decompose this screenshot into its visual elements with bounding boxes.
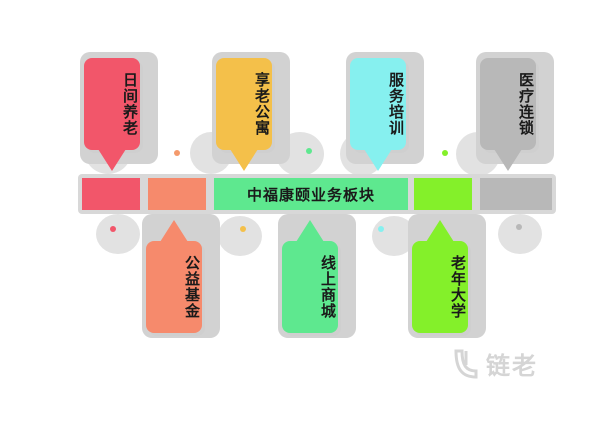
- callout-pointer: [160, 220, 188, 242]
- callout-label: 日间养老: [121, 72, 139, 136]
- callout-day-care: 日间养老: [84, 58, 140, 150]
- watermark-text: 链老: [486, 352, 538, 380]
- callout-pointer: [230, 149, 258, 171]
- bg-circle: [218, 216, 262, 256]
- bg-circle: [498, 214, 542, 254]
- callout-label: 医疗连锁: [517, 72, 535, 136]
- bar-segment-1: [82, 178, 140, 210]
- bar-segment-2: [148, 178, 206, 210]
- decor-dot: [110, 226, 116, 232]
- center-bar: 中福康颐业务板块: [214, 178, 408, 210]
- watermark-logo: 链老: [452, 346, 538, 381]
- callout-pointer: [296, 220, 324, 242]
- callout-label: 老年大学: [449, 255, 467, 319]
- callout-label: 线上商城: [319, 255, 337, 319]
- callout-charity-fund: 公益基金: [146, 241, 202, 333]
- callout-label: 服务培训: [387, 72, 405, 136]
- decor-dot: [174, 150, 180, 156]
- callout-pointer: [494, 149, 522, 171]
- callout-label: 享老公寓: [253, 72, 271, 136]
- callout-medical-chain: 医疗连锁: [480, 58, 536, 150]
- center-bar-label: 中福康颐业务板块: [246, 185, 375, 204]
- callout-senior-apartment: 享老公寓: [216, 58, 272, 150]
- bar-segment-5: [480, 178, 552, 210]
- bar-segment-4: [414, 178, 472, 210]
- decor-dot: [306, 148, 312, 154]
- callout-pointer: [364, 149, 392, 171]
- bg-circle: [96, 214, 140, 254]
- callout-senior-university: 老年大学: [412, 241, 468, 333]
- decor-dot: [516, 224, 522, 230]
- leaf-logo-icon: [454, 349, 478, 379]
- decor-dot: [378, 226, 384, 232]
- callout-pointer: [98, 149, 126, 171]
- decor-dot: [240, 226, 246, 232]
- callout-online-mall: 线上商城: [282, 241, 338, 333]
- decor-dot: [442, 150, 448, 156]
- callout-pointer: [426, 220, 454, 242]
- callout-service-training: 服务培训: [350, 58, 406, 150]
- callout-label: 公益基金: [183, 255, 201, 319]
